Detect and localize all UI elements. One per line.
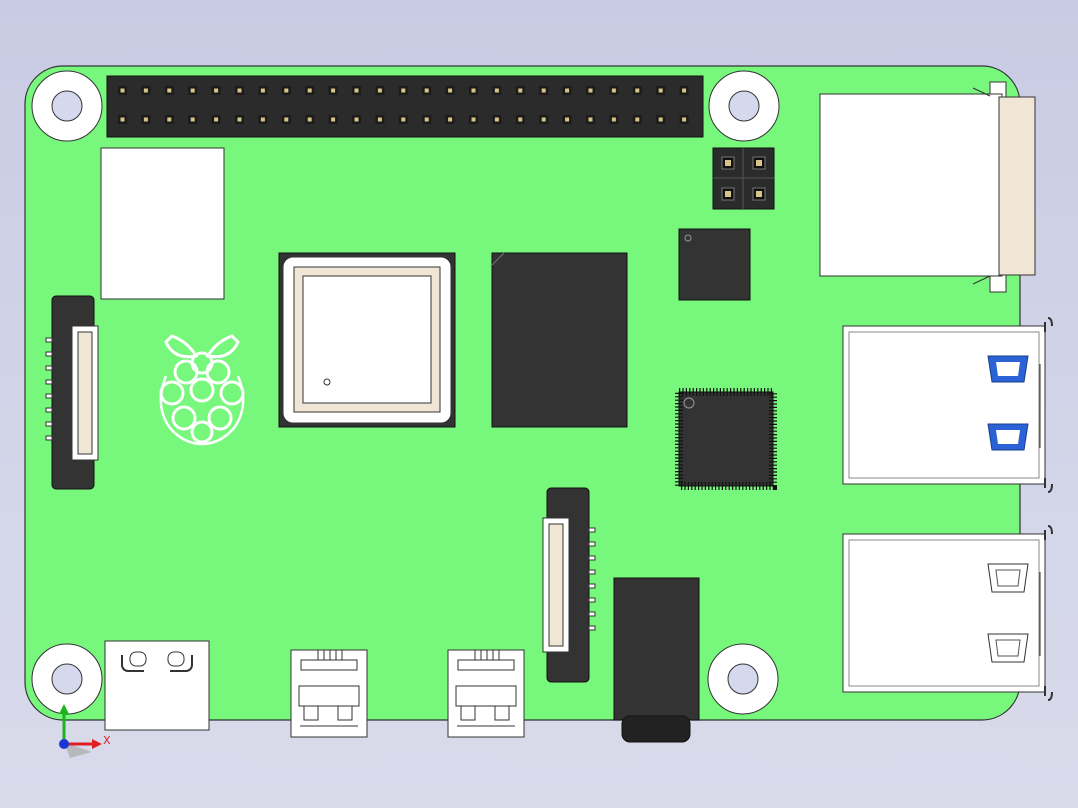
audio-jack [613, 577, 700, 743]
usb-controller-chip [675, 388, 777, 490]
usb3-port [842, 317, 1053, 493]
ram-chip [491, 252, 628, 428]
usb-c-power-port [104, 640, 210, 731]
ethernet-jack [819, 81, 1036, 293]
raspberry-logo-icon [159, 334, 245, 446]
mounting-hole-top-left [31, 70, 103, 142]
x-axis-label: X [103, 734, 111, 747]
display-connector [45, 295, 99, 490]
soc-processor [278, 252, 456, 428]
mounting-hole-bottom-left [31, 643, 103, 715]
micro-hdmi-port-0 [290, 649, 368, 738]
poe-header [712, 147, 775, 210]
camera-connector [542, 487, 596, 683]
axis-triad: X [59, 704, 111, 758]
wireless-module [100, 147, 225, 300]
mounting-hole-top-right [708, 70, 780, 142]
gpio-header [106, 75, 704, 138]
usb2-port [842, 525, 1053, 701]
small-ic-chip [678, 228, 751, 301]
mounting-hole-bottom-right [707, 643, 779, 715]
micro-hdmi-port-1 [447, 649, 525, 738]
